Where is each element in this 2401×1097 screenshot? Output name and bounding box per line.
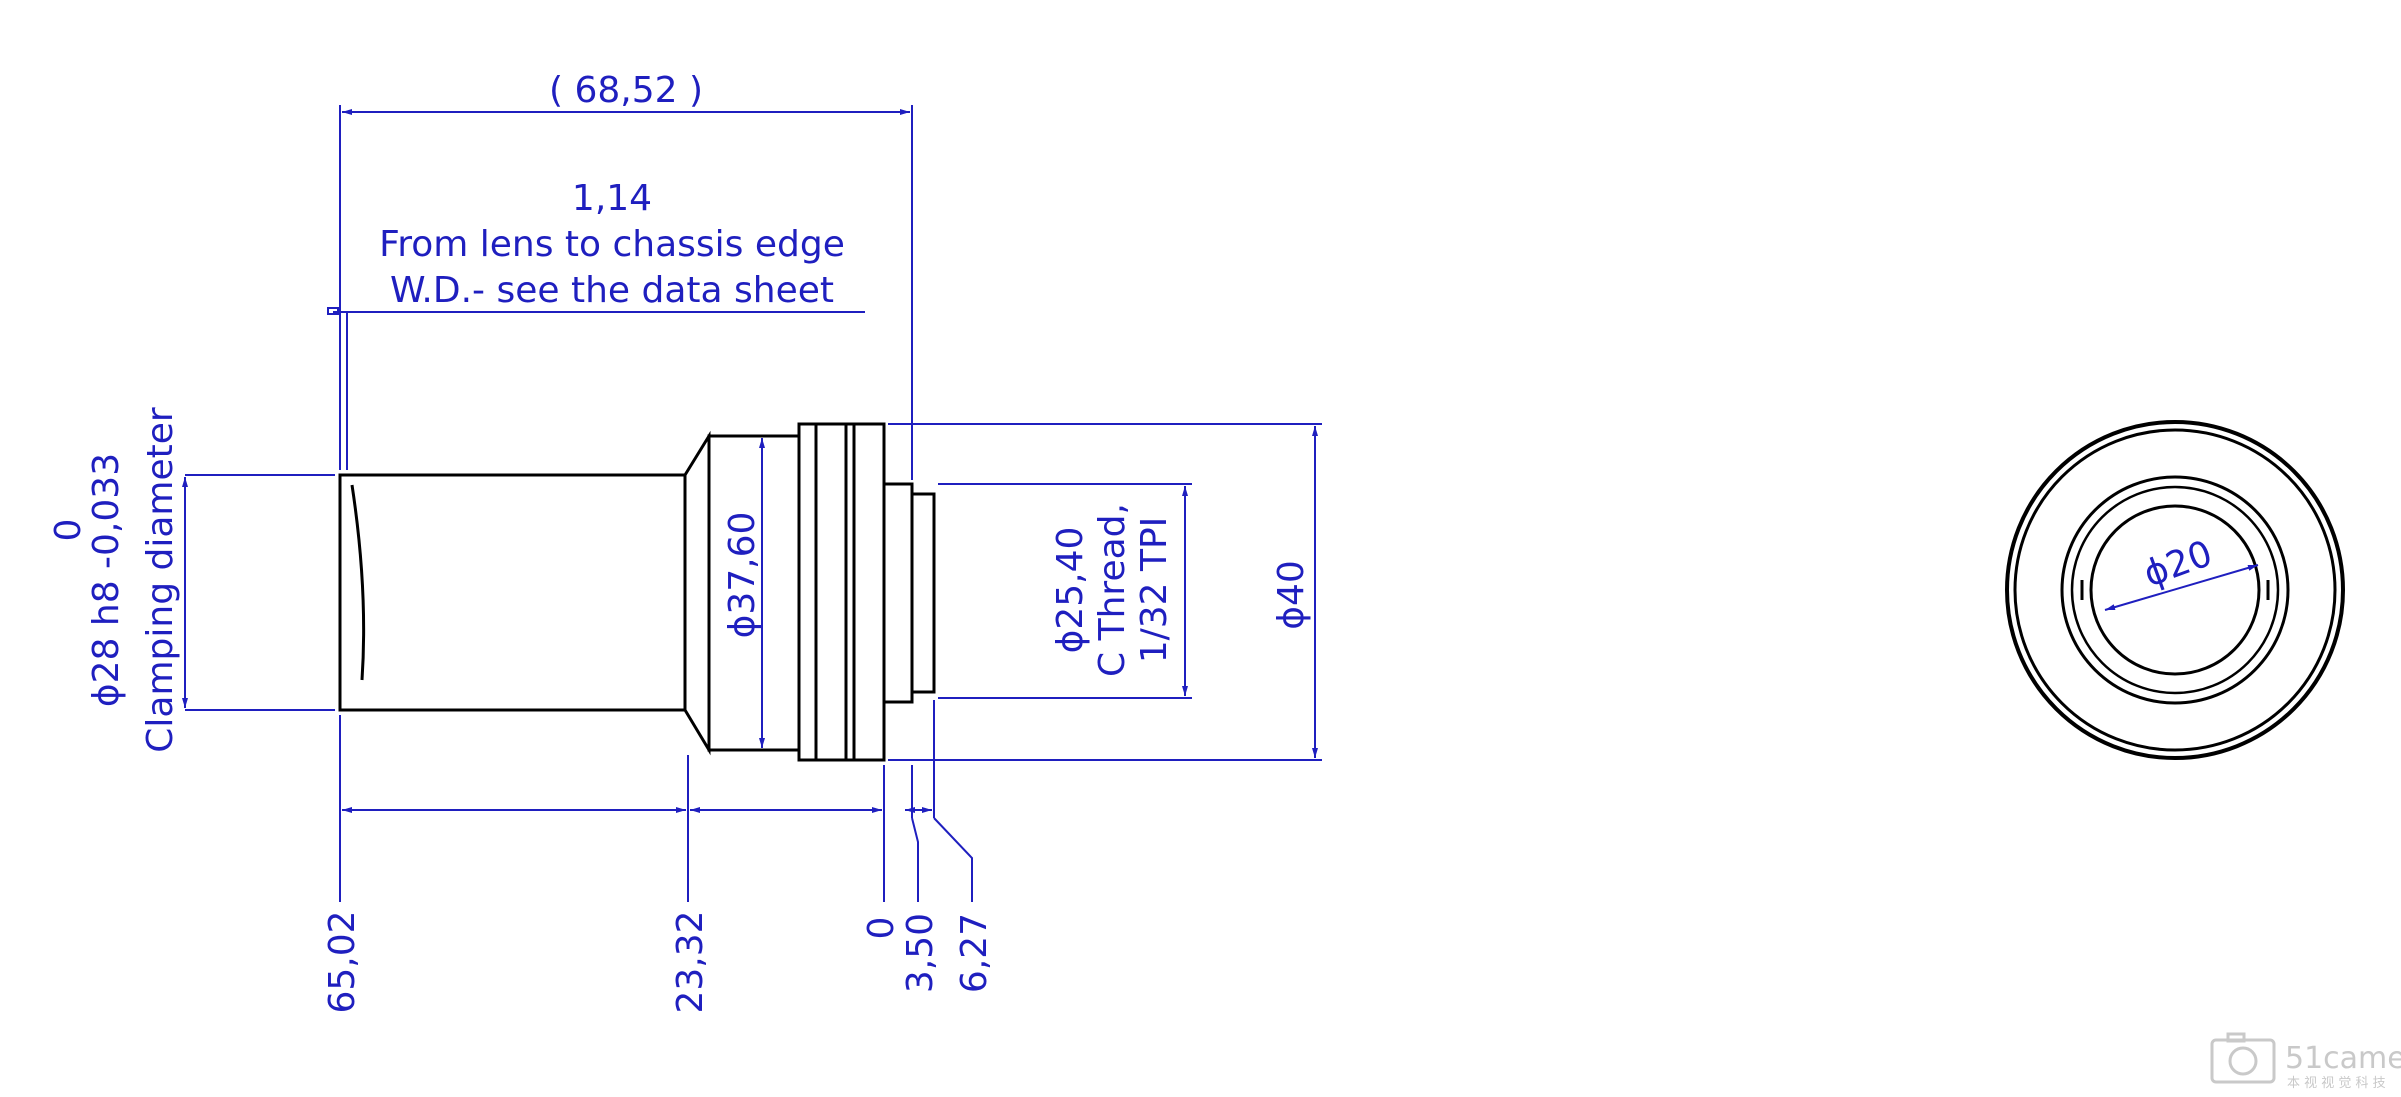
aperture-diameter-label: ϕ20 (2138, 533, 2217, 595)
position-label-3-50: 3,50 (900, 913, 941, 993)
dimension-lines (182, 105, 2259, 902)
watermark-brand: 51camera (2285, 1041, 2401, 1076)
thread-type-line-2: 1/32 TPI (1134, 517, 1175, 664)
camera-logo-icon (2210, 1032, 2276, 1084)
position-label-6-27: 6,27 (954, 913, 995, 993)
clamping-description: Clamping diameter (140, 407, 181, 753)
note-line-2: W.D.- see the data sheet (390, 270, 834, 311)
body-diameter-label: ϕ37,60 (722, 512, 763, 639)
thread-type-line-1: C Thread, (1092, 503, 1133, 677)
position-label-23-32: 23,32 (670, 910, 711, 1013)
position-label-0: 0 (861, 917, 902, 940)
clamping-diameter-label: ϕ28 h8 -0,033 (86, 453, 127, 707)
body-taper (683, 430, 711, 756)
watermark-subtitle: 本 视 视 觉 科 技 (2287, 1076, 2386, 1091)
c-thread (910, 492, 936, 694)
lens-front-view (2005, 420, 2345, 760)
mount-flange (882, 482, 914, 704)
overall-length-label: ( 68,52 ) (549, 70, 703, 111)
note-value: 1,14 (572, 178, 652, 219)
outer-diameter-label: ϕ40 (1271, 560, 1312, 630)
body-ring (797, 422, 886, 762)
lens-front-curve (350, 484, 366, 681)
watermark: 51camera 本 视 视 觉 科 技 (2210, 1032, 2401, 1091)
dimension-labels: ( 68,52 ) 1,14 From lens to chassis edge… (48, 70, 2218, 1014)
clamping-tolerance-upper: 0 (48, 519, 89, 542)
thread-diameter-label: ϕ25,40 (1050, 527, 1091, 654)
lens-side-view (338, 422, 936, 762)
note-line-1: From lens to chassis edge (379, 224, 845, 265)
clamping-barrel (338, 473, 687, 712)
position-label-65-02: 65,02 (322, 910, 363, 1013)
